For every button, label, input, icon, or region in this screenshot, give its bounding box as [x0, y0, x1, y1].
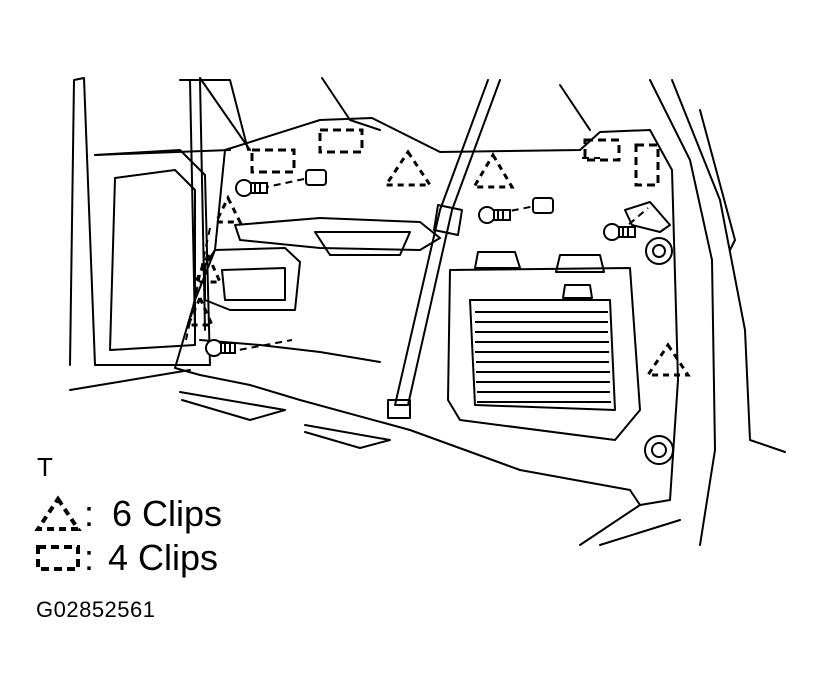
- grille-inner: [469, 299, 616, 411]
- ledge-tab: [314, 231, 411, 256]
- left-door-frame: [94, 149, 211, 366]
- screw-icon: [603, 223, 636, 241]
- left-pocket: [204, 247, 301, 311]
- roof-edge: [179, 79, 249, 151]
- legend-rect-colon: :: [84, 537, 95, 578]
- tri-clip-2: [471, 152, 515, 189]
- tri-clip-4: [213, 194, 243, 224]
- rectangle-clip-icon: [36, 545, 80, 571]
- grille-slats: [475, 311, 611, 403]
- leader-4: [227, 339, 293, 353]
- legend-marker: T: [37, 452, 53, 482]
- right-strip: [699, 109, 736, 251]
- screw-icon: [478, 206, 511, 224]
- clip-nut-2: [532, 197, 554, 214]
- rect-clip-4: [634, 143, 660, 187]
- legend-rect-row: : 4 Clips: [34, 536, 218, 580]
- left-upper-line: [94, 149, 231, 156]
- right-outer: [671, 79, 786, 453]
- headliner-line: [199, 77, 591, 151]
- hook-1: [474, 251, 521, 269]
- tri-clip-3: [645, 342, 691, 377]
- rect-clip-3: [583, 138, 621, 162]
- rect-clip-2: [318, 128, 364, 154]
- tri-clip-1: [383, 149, 433, 187]
- figure-code: G02852561: [36, 597, 156, 622]
- legend-triangle-colon: :: [84, 493, 95, 534]
- leader-1: [261, 175, 319, 189]
- bumper-upper: [645, 237, 673, 265]
- left-pocket-inner: [221, 267, 286, 301]
- floor-line-4: [579, 504, 681, 546]
- legend-triangle-label: 6 Clips: [112, 493, 223, 534]
- leader-6: [185, 227, 211, 341]
- bumper-upper-inner: [652, 244, 666, 258]
- screw-icon: [235, 179, 268, 197]
- grille-frame: [447, 267, 641, 441]
- floor-line-3: [304, 424, 391, 449]
- bumper-lower-inner: [651, 442, 667, 458]
- seat-belt: [394, 79, 501, 406]
- triangle-clip-icon: [34, 495, 82, 531]
- floor-line-2: [179, 391, 286, 421]
- left-window: [109, 169, 196, 351]
- upper-ledge: [234, 217, 441, 251]
- bumper-lower: [644, 435, 674, 465]
- clip-nut-1: [305, 169, 327, 186]
- rect-clip-1: [250, 148, 296, 174]
- left-pillar-outline: [69, 77, 96, 366]
- belt-buckle: [433, 204, 463, 236]
- tri-clip-6: [185, 294, 215, 327]
- right-pillar: [649, 79, 716, 546]
- floor-line-1: [69, 369, 191, 391]
- legend-rect-label: 4 Clips: [108, 537, 219, 578]
- screw-icon: [205, 339, 236, 357]
- legend-triangle-row: : 6 Clips: [34, 492, 222, 536]
- belt-anchor: [387, 399, 411, 419]
- hook-3: [562, 284, 593, 299]
- hook-2: [555, 254, 605, 273]
